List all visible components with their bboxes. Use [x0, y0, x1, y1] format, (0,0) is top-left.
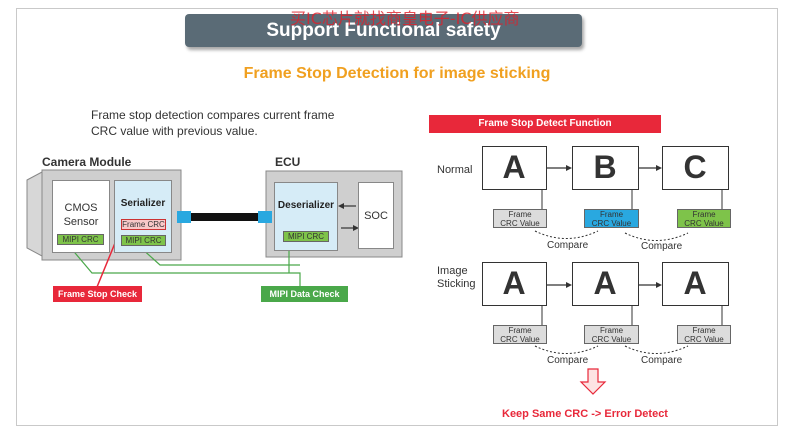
serializer-box: Serializer Frame CRC MIPI CRC — [114, 180, 172, 253]
cable-connector-left — [177, 211, 191, 223]
sticking-frame-2-letter: A — [593, 265, 617, 301]
crc-line2: CRC Value — [591, 219, 632, 228]
cmos-mipi-crc-tag: MIPI CRC — [57, 234, 104, 245]
soc-box: SOC — [358, 182, 394, 249]
crc-line2: CRC Value — [684, 219, 724, 228]
sticking-frame-2: A — [572, 262, 639, 306]
cmos-sensor-box: CMOS Sensor MIPI CRC — [52, 180, 110, 253]
crc-line2: CRC Value — [500, 219, 540, 228]
description-line-2: CRC value with previous value. — [91, 124, 258, 138]
deserializer-label: Deserializer — [277, 200, 335, 211]
crc-line1: Frame — [692, 326, 716, 335]
serializer-label: Serializer — [120, 198, 166, 209]
image-label: Image — [437, 265, 468, 277]
crc-line1: Frame — [599, 210, 624, 219]
normal-frame-3-letter: C — [683, 149, 707, 185]
crc-line1: Frame — [599, 326, 624, 335]
normal-frame-3: C — [662, 146, 729, 190]
sticking-frame-3: A — [662, 262, 729, 306]
frame-stop-detect-header: Frame Stop Detect Function — [429, 115, 661, 133]
description: Frame stop detection compares current fr… — [91, 107, 334, 139]
sticking-frame-1-letter: A — [502, 265, 526, 301]
error-detect-result: Keep Same CRC -> Error Detect — [502, 408, 668, 420]
crc-line1: Frame — [692, 210, 716, 219]
normal-compare-2: Compare — [641, 241, 683, 252]
normal-compare-curve-1 — [534, 230, 599, 239]
normal-frame-2-letter: B — [593, 149, 617, 185]
normal-label: Normal — [437, 164, 473, 176]
normal-frame-2: B — [572, 146, 639, 190]
crc-line2: CRC Value — [684, 335, 724, 344]
ecu-label: ECU — [275, 155, 301, 169]
camera-module-label: Camera Module — [42, 155, 132, 169]
crc-line1: Frame — [508, 326, 532, 335]
sticking-compare-curve-2 — [624, 345, 689, 354]
sticking-label: Sticking — [437, 278, 476, 290]
slide-subtitle: Frame Stop Detection for image sticking — [243, 65, 551, 82]
normal-frame-1-letter: A — [502, 149, 526, 185]
sticking-compare-curve-1 — [534, 345, 599, 354]
sticking-compare-1: Compare — [547, 355, 589, 366]
serializer-mipi-crc-tag: MIPI CRC — [121, 235, 166, 246]
sticking-frame-3-letter: A — [683, 265, 707, 301]
sensor-label: Sensor — [63, 216, 99, 228]
mipi-check-line-1 — [69, 246, 301, 290]
sticking-compare-2: Compare — [641, 355, 683, 366]
cmos-label: CMOS — [64, 202, 98, 214]
crc-line2: CRC Value — [500, 335, 540, 344]
frame-crc-tag: Frame CRC — [121, 219, 166, 230]
normal-frame-1: A — [482, 146, 547, 190]
normal-compare-1: Compare — [547, 240, 589, 251]
description-line-1: Frame stop detection compares current fr… — [91, 108, 335, 122]
crc-line2: CRC Value — [591, 335, 632, 344]
watermark-text: 买IC芯片就找商皇电子-IC供应商 — [290, 9, 520, 28]
cable-bar — [190, 213, 259, 221]
crc-line1: Frame — [508, 210, 532, 219]
mipi-data-check-badge: MIPI Data Check — [261, 286, 348, 302]
normal-compare-curve-2 — [624, 232, 689, 241]
error-down-arrow-icon — [579, 368, 607, 395]
frame-stop-check-badge: Frame Stop Check — [53, 286, 142, 302]
deser-mipi-crc-tag: MIPI CRC — [283, 231, 329, 242]
sticking-frame-1: A — [482, 262, 547, 306]
deserializer-box: Deserializer MIPI CRC — [274, 182, 338, 251]
cable-connector-right — [258, 211, 272, 223]
mipi-check-line-2 — [139, 246, 300, 266]
slide-title: Support Functional safety — [185, 14, 582, 47]
image-sticking-label: Image Sticking — [437, 265, 476, 291]
